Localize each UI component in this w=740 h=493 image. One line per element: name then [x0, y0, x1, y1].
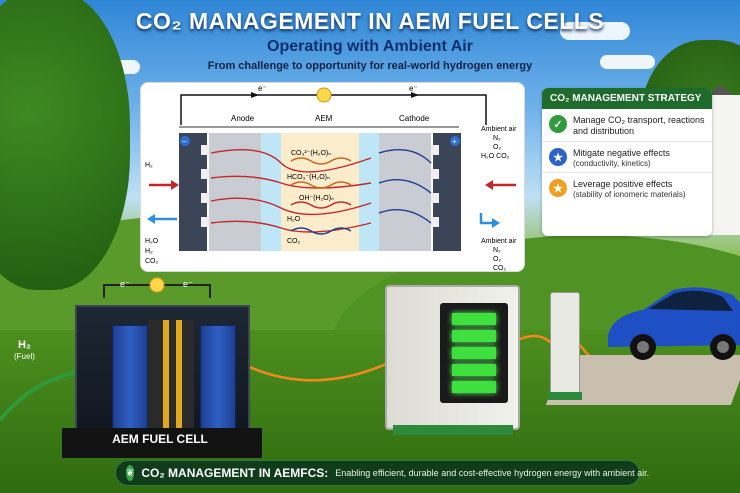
scene-electron-left: e⁻: [120, 279, 130, 289]
battery-level-cell: [452, 330, 496, 342]
cathode-catalyst: [359, 133, 379, 251]
cathode-gdl: [379, 133, 431, 251]
strategy-item-sub: (conductivity, kinetics): [573, 159, 651, 168]
battery-level-cell: [452, 381, 496, 393]
footer-title: CO₂ MANAGEMENT IN AEMFCS:: [141, 466, 329, 480]
right-input-1: N₂: [493, 135, 501, 142]
ion-hydroxide: OH⁻(H₂O)ₙ: [299, 195, 334, 202]
leaf-icon: ❦: [126, 465, 135, 481]
battery-level-cell: [452, 313, 496, 325]
page-tagline: From challenge to opportunity for real-w…: [207, 60, 533, 72]
strategy-item-text: Manage CO₂ transport, reactions and dist…: [573, 115, 705, 136]
right-output-2: O₂: [493, 256, 501, 263]
strategy-item: ★ Mitigate negative effects (conductivit…: [542, 142, 712, 173]
strategy-item: ★ Leverage positive effects (stability o…: [542, 173, 712, 203]
left-output-0: H₂O: [145, 238, 159, 245]
right-output-0: Ambient air: [481, 238, 517, 245]
check-icon: ✓: [549, 115, 567, 133]
ion-bicarbonate: HCO₃⁻(H₂O)ₙ: [287, 174, 330, 181]
fuel-cell-base: [62, 428, 262, 458]
diagram-svg: e⁻ e⁻ Anode AEM Cathode − +: [145, 84, 517, 272]
tree: [0, 0, 130, 290]
battery-level-cell: [452, 364, 496, 376]
fuel-cell-diagram: e⁻ e⁻ Anode AEM Cathode − +: [140, 82, 525, 272]
anode-catalyst: [261, 133, 281, 251]
page-title: CO₂ MANAGEMENT IN AEM FUEL CELLS: [135, 8, 605, 34]
shield-icon: ★: [549, 148, 567, 166]
page-subtitle: Operating with Ambient Air: [267, 38, 473, 55]
strategy-panel: CO₂ MANAGEMENT STRATEGY ✓ Manage CO₂ tra…: [542, 88, 712, 236]
h2-fuel-label: H₂ (Fuel): [14, 340, 35, 362]
scene-electron-right: e⁻: [183, 279, 193, 289]
strategy-item-text: Mitigate negative effects: [573, 148, 670, 158]
charging-station: [550, 292, 580, 397]
footer-text: Enabling efficient, durable and cost-eff…: [335, 468, 650, 478]
cloud: [600, 55, 655, 69]
right-input-0: Ambient air: [481, 126, 517, 133]
end-plate-left: [112, 325, 148, 430]
membrane-stripe: [176, 320, 182, 430]
plus-terminal: +: [452, 137, 457, 146]
right-input-2: O₂: [493, 144, 501, 151]
end-plate-right: [200, 325, 236, 430]
ion-co2: CO₂: [287, 238, 301, 245]
electron-label-right: e⁻: [409, 84, 418, 93]
battery-base: [393, 425, 513, 435]
anode-gdl: [209, 133, 261, 251]
fuel-cell-label: AEM FUEL CELL: [112, 432, 208, 446]
h2-label-sub: (Fuel): [14, 352, 35, 361]
shield-star-icon: ★: [549, 179, 567, 197]
cathode-label: Cathode: [399, 114, 430, 123]
membrane-stripe: [163, 320, 169, 430]
left-input-h2: H₂: [145, 162, 153, 169]
right-input-3: H₂O CO₂: [481, 153, 510, 160]
right-output-3: CO₂: [493, 265, 507, 272]
left-output-1: H₂: [145, 248, 153, 255]
right-output-1: N₂: [493, 247, 501, 254]
ion-water: H₂O: [287, 216, 301, 223]
battery-level-cell: [452, 347, 496, 359]
cloud: [560, 22, 630, 40]
left-output-2: CO₂: [145, 258, 159, 265]
strategy-item: ✓ Manage CO₂ transport, reactions and di…: [542, 109, 712, 142]
strategy-item-sub: (stability of ionomeric materials): [573, 190, 686, 199]
ion-carbonate: CO₃²⁻(H₂O)ₙ: [291, 150, 331, 157]
h2-label-text: H₂: [18, 339, 31, 351]
aem-label: AEM: [315, 114, 333, 123]
charging-station-base: [548, 392, 582, 400]
electron-label-left: e⁻: [258, 84, 267, 93]
electric-car: [608, 287, 740, 360]
cell-core: [148, 320, 194, 430]
footer-banner: ❦ CO₂ MANAGEMENT IN AEMFCS: Enabling eff…: [115, 460, 649, 486]
minus-terminal: −: [182, 137, 187, 146]
strategy-item-text: Leverage positive effects: [573, 179, 673, 189]
anode-label: Anode: [231, 114, 255, 123]
strategy-title: CO₂ MANAGEMENT STRATEGY: [542, 88, 712, 109]
